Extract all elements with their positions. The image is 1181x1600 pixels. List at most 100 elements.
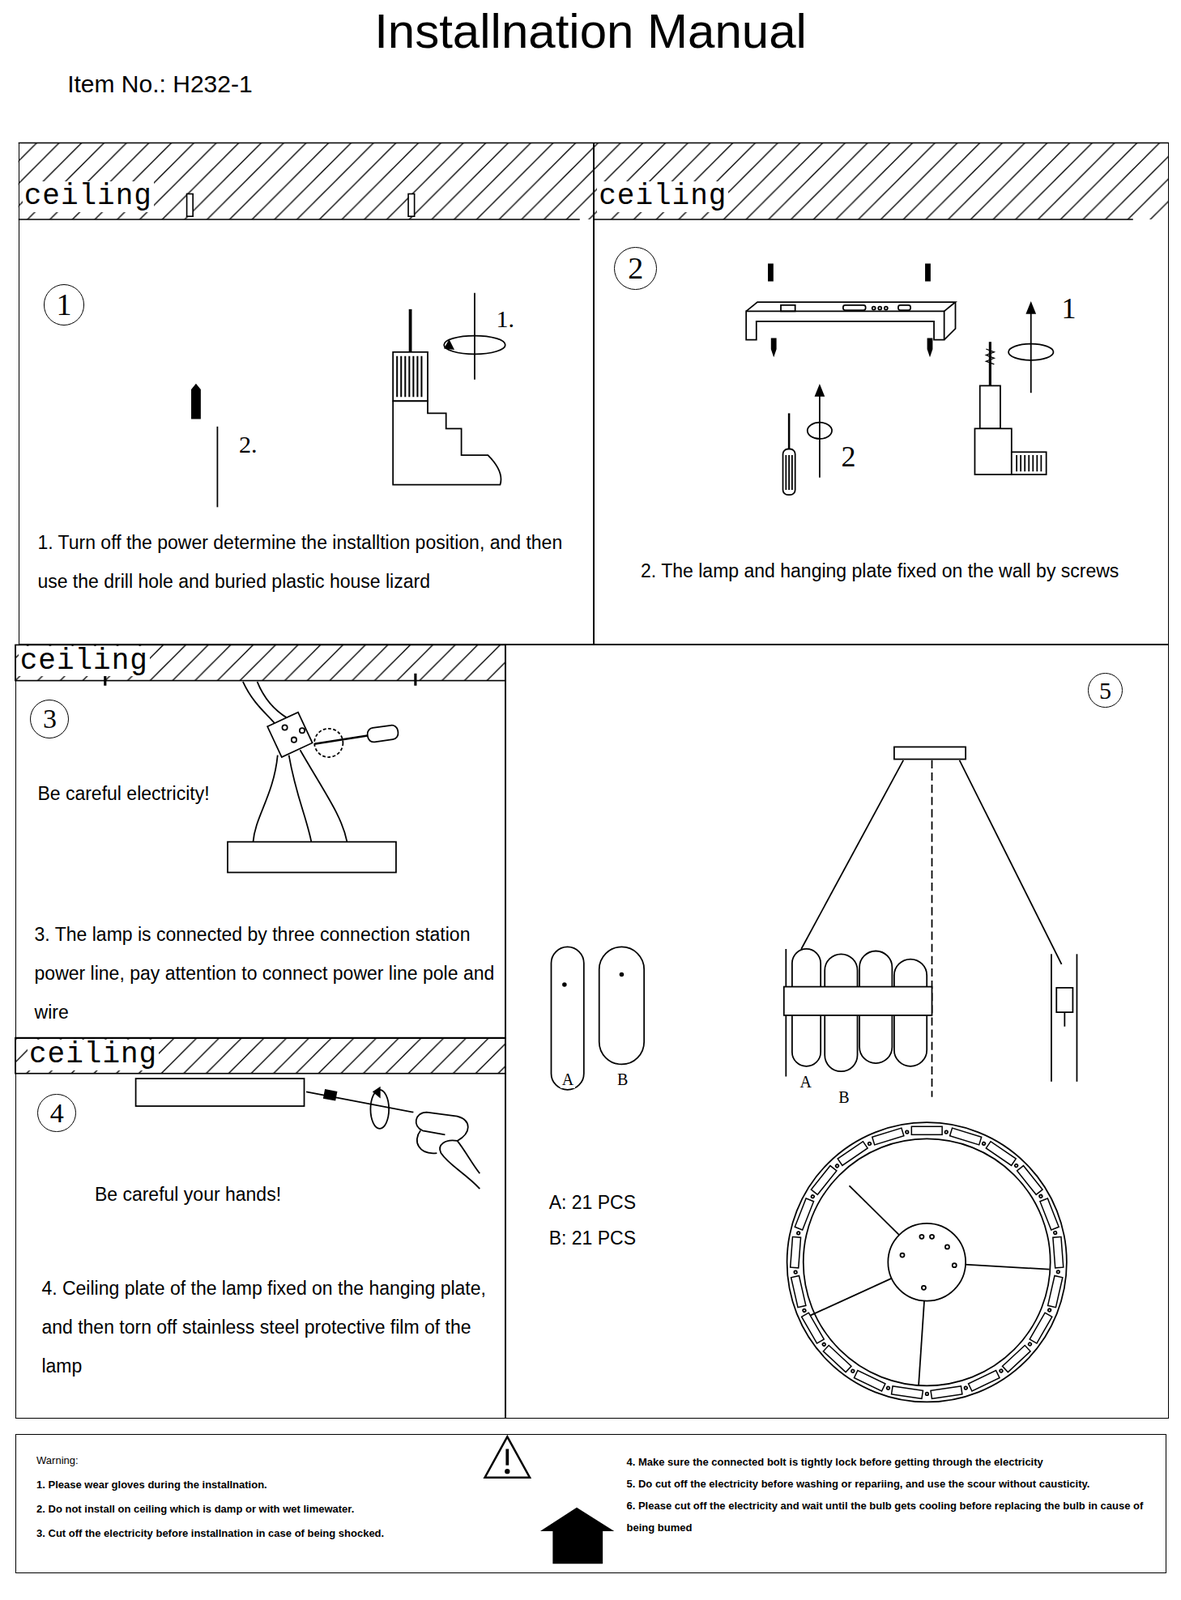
bracket-step-2-part (974, 428, 1011, 475)
chandelier-step-5-part (931, 760, 934, 1098)
warning-icons-part (505, 1449, 509, 1466)
warning-item: 4. Make sure the connected bolt is tight… (626, 1451, 1160, 1474)
ring-crystals-part (797, 1232, 801, 1236)
warning-icons-part (485, 1436, 530, 1478)
ring-crystals-part (944, 1130, 948, 1135)
part-label: A (797, 1074, 813, 1092)
bracket-step-2-part (746, 302, 956, 341)
ring-crystals-part (1047, 1308, 1052, 1314)
bracket-step-2-part (872, 306, 876, 311)
chandelier-step-5-part (1056, 988, 1073, 1013)
wiring-step-3-part (281, 724, 287, 730)
bracket-step-2-part (771, 338, 933, 355)
chandelier-step-5-part (1050, 954, 1053, 1083)
fixing-step-4-part (416, 1112, 481, 1190)
step-number: 3 (29, 699, 69, 739)
ceiling-label: ceiling (22, 181, 154, 213)
ring-crystals-part (891, 1386, 924, 1400)
warning-item: 1. Please wear gloves during the install… (36, 1473, 491, 1498)
step-panel: Be careful electricity!3. The lamp is co… (15, 644, 506, 1039)
drill-step-1-part (392, 352, 428, 401)
caution-text: Be careful your hands! (94, 1182, 282, 1207)
ring-crystals-part (872, 1128, 904, 1146)
callout-number: 2 (840, 442, 856, 474)
drill-step-1-part (443, 336, 506, 355)
chandelier-step-5-part (921, 1286, 926, 1291)
ceiling-hatch-part (18, 218, 580, 221)
bracket-step-2-part (843, 305, 866, 311)
chandelier-step-5-part (620, 973, 624, 977)
manual-title: Installnation Manual (0, 4, 1181, 59)
step-number-text: 3 (42, 705, 57, 734)
chandelier-step-5-part (952, 1263, 957, 1268)
warning-icons-part (505, 1470, 510, 1475)
ring-crystals-part (1038, 1194, 1043, 1199)
ring-crystals-part (985, 1142, 1016, 1167)
step-number: 4 (37, 1094, 77, 1134)
wiring-step-3-part (227, 842, 397, 874)
ring-crystals-part (925, 1393, 930, 1397)
bracket-step-2-part (783, 449, 796, 496)
ceiling-hatch-part (15, 644, 506, 681)
ring-crystals-part (1002, 1345, 1032, 1373)
bracket-step-2-part (898, 305, 911, 311)
bracket-step-2-part (780, 305, 796, 312)
step-number-text: 1 (56, 289, 73, 320)
ring-crystals-part (822, 1345, 852, 1373)
ring-crystals-part (794, 1198, 814, 1231)
chandelier-step-5-part (887, 1223, 966, 1302)
bracket-step-2-part (768, 264, 930, 281)
caution-text: Be careful electricity! (37, 781, 209, 806)
chandelier-step-5-part (945, 1244, 950, 1250)
ring-crystals-part (1056, 1270, 1060, 1275)
warning-item: 5. Do cut off the electricity before was… (626, 1473, 1160, 1496)
warning-heading: Warning: (36, 1449, 491, 1474)
ceiling-hatch-part (105, 673, 416, 687)
ceiling-hatch-part (593, 218, 1133, 221)
ring-crystals-part (886, 1386, 890, 1390)
ring-crystals-part (791, 1275, 806, 1308)
ring-crystals-part (981, 1142, 986, 1147)
step-number-text: 5 (1099, 678, 1112, 704)
ring-crystals-part (837, 1142, 868, 1167)
chandelier-step-5-part (787, 1122, 1067, 1403)
ring-crystals-part (1029, 1313, 1053, 1344)
fixing-step-4 (136, 1078, 481, 1190)
ring-crystals-part (850, 1369, 855, 1374)
ring-crystals-part (810, 1166, 836, 1196)
bracket-step-2-part (985, 349, 994, 365)
chandelier-step-5 (550, 746, 1077, 1403)
step-number: 1 (43, 284, 85, 325)
step-panel: A: 21 PCSB: 21 PCS5 (505, 644, 1169, 1419)
wiring-step-3-part (314, 736, 368, 745)
bracket-step-2-part (1027, 302, 1036, 314)
ring-crystals-part (793, 1270, 798, 1275)
step-number: 5 (1087, 673, 1123, 708)
bracket-step-2-part (785, 455, 793, 491)
bracket-step-2-part (818, 392, 821, 478)
drill-step-1-part (409, 309, 413, 353)
drill-step-1-part (217, 426, 219, 508)
ring-crystals-part (810, 1194, 815, 1199)
ring-crystals-part (1053, 1236, 1064, 1268)
fixing-step-4-part (136, 1078, 305, 1107)
ring-crystals-part (968, 1371, 1000, 1392)
chandelier-step-5-part (803, 1138, 1051, 1386)
part-label: B (836, 1089, 851, 1107)
step-panel: 1. Turn off the power determine the inst… (18, 142, 595, 645)
ring-crystals-part (1027, 1343, 1032, 1348)
wiring-step-3-part (243, 682, 288, 725)
ring-crystals-part (911, 1126, 943, 1135)
ring-crystals-part (1040, 1198, 1059, 1231)
bracket-step-2-part (1008, 344, 1054, 361)
fixing-step-4-part (373, 1087, 380, 1097)
step-number-text: 4 (50, 1099, 64, 1128)
bracket-step-2-part (815, 385, 824, 397)
ring-crystals (790, 1126, 1064, 1399)
wiring-step-3-part (291, 737, 297, 743)
wiring-step-3 (227, 682, 399, 874)
fixing-step-4-part (324, 1090, 337, 1101)
ring-crystals-part (822, 1343, 827, 1348)
chandelier-step-5-part (562, 983, 567, 987)
